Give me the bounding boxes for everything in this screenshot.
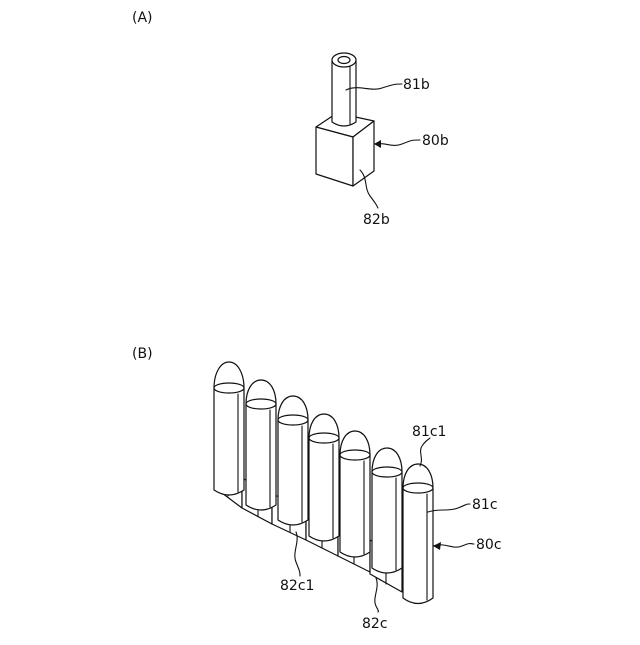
pin-4 [309, 414, 339, 541]
leader-82c [375, 578, 379, 612]
figure-a: (A) 81b 80b 82b [132, 10, 449, 228]
label-82b: 82b [363, 212, 390, 228]
pin-top-rim [338, 57, 350, 64]
arrow-80b [374, 140, 381, 148]
label-80b: 80b [422, 133, 449, 149]
label-82c: 82c [362, 616, 388, 632]
label-81c: 81c [472, 497, 498, 513]
pin-body [332, 60, 356, 126]
pin-2 [246, 380, 276, 510]
arrow-80c [433, 542, 441, 550]
figure-a-part [316, 53, 374, 186]
pin-5 [340, 431, 370, 557]
pin-3 [278, 396, 308, 525]
label-81c1: 81c1 [412, 424, 446, 440]
label-82c1: 82c1 [280, 578, 314, 594]
leader-82c1 [295, 532, 300, 576]
pin-row [214, 362, 433, 604]
pin-1 [214, 362, 244, 495]
leader-81c [428, 504, 470, 512]
label-80c: 80c [476, 537, 502, 553]
leader-81c1 [420, 438, 430, 466]
pin-7 [403, 464, 433, 604]
figure-a-caption: (A) [132, 10, 153, 26]
label-81b: 81b [403, 77, 430, 93]
cube-front-face [316, 127, 353, 186]
figure-b-caption: (B) [132, 346, 153, 362]
figure-b: (B) [132, 346, 502, 632]
pin-6 [372, 448, 402, 573]
